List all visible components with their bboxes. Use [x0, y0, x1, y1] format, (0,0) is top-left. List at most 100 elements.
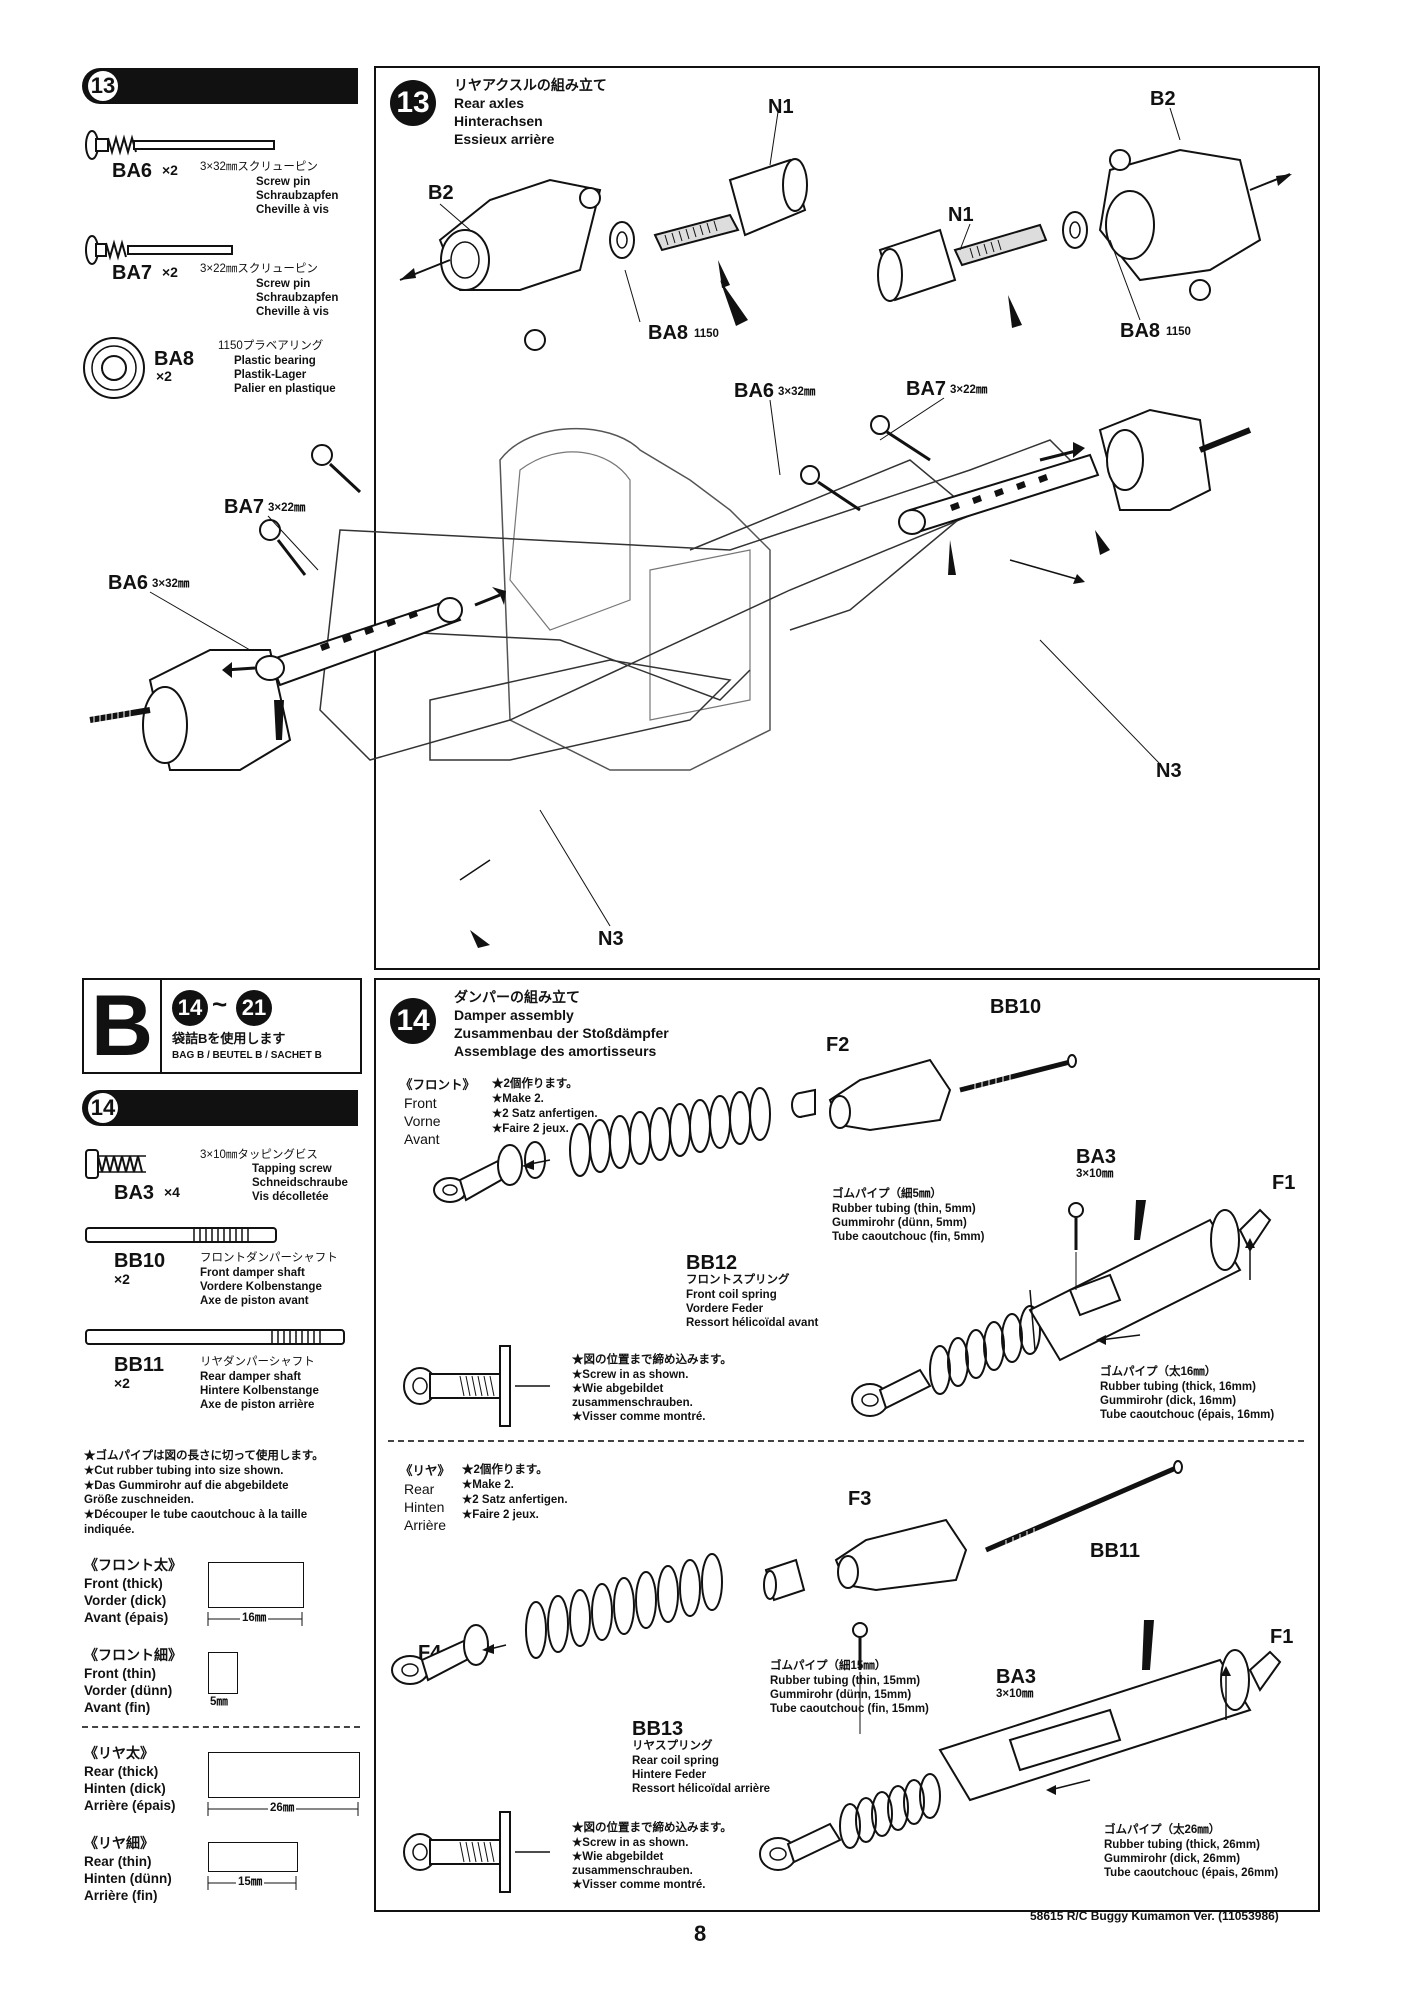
step13-parts-header: 13 — [82, 68, 358, 104]
ba8-qty: ×2 — [156, 368, 172, 384]
cut-note-jp: ★ゴムパイプは図の長さに切って使用します。 — [84, 1450, 324, 1462]
bb11-damper-shaft-icon — [85, 1329, 345, 1345]
front-spring-jp: フロントスプリング — [686, 1274, 790, 1286]
ba7-fr: Cheville à vis — [256, 306, 329, 318]
label-f3: F3 — [848, 1488, 872, 1510]
step13-chassis-assembly — [89, 408, 1252, 948]
label-ba3-front-size: 3×10㎜ — [1076, 1168, 1114, 1180]
tube-front-thick-rect — [208, 1562, 304, 1608]
tube-front-thick-l2: Vorder (dick) — [84, 1593, 167, 1608]
tube-front-thin-l1: Front (thin) — [84, 1666, 156, 1681]
bag-b-box — [82, 978, 362, 1074]
step13-leader-lines — [149, 107, 1181, 927]
label-ba6-left-size: 3×32㎜ — [152, 578, 190, 590]
ba3-qty: ×4 — [164, 1184, 180, 1200]
step14-title-fr: Assemblage des amortisseurs — [454, 1043, 657, 1059]
label-bb10: BB10 — [990, 996, 1042, 1018]
tube-front-thin-l2: Vorder (dünn) — [84, 1683, 173, 1698]
front-l2: Vorne — [404, 1113, 441, 1129]
label-n1-right: N1 — [948, 204, 974, 226]
step14-divider-dashed — [388, 1440, 1304, 1442]
step14-parts-number: 14 — [88, 1093, 118, 1123]
label-ba3-rear-size: 3×10㎜ — [996, 1688, 1034, 1700]
label-ba8-left-size: 1150 — [694, 328, 719, 340]
rear-tube-thick-de: Gummirohr (dick, 26mm) — [1104, 1853, 1241, 1865]
tube-rear-thin-rect — [208, 1842, 298, 1872]
rear-spring-jp: リヤスプリング — [632, 1740, 713, 1752]
front-screw-detail — [403, 1345, 550, 1427]
ba8-bearing-icon — [83, 337, 145, 399]
tube-rear-thick-rect — [208, 1752, 360, 1798]
rear-tube-thick-jp: ゴムパイプ（太26㎜） — [1104, 1824, 1221, 1836]
rear-damper-assembled — [759, 1620, 1282, 1871]
rear-l1: Rear — [404, 1481, 435, 1497]
front-tube-thick-de: Gummirohr (dick, 16mm) — [1100, 1395, 1237, 1407]
ba7-en: Screw pin — [256, 278, 311, 290]
front-tube-thin-en: Rubber tubing (thin, 5mm) — [832, 1203, 976, 1215]
tube-rear-thick-l3: Arrière (épais) — [84, 1798, 176, 1813]
rear-screw-de1: ★Wie abgebildet — [572, 1851, 664, 1863]
front-l3: Avant — [404, 1131, 440, 1147]
rear-l3: Arrière — [404, 1517, 447, 1533]
front-tube-thin-de: Gummirohr (dünn, 5mm) — [832, 1217, 967, 1229]
bb11-jp: リヤダンパーシャフト — [200, 1356, 315, 1368]
label-ba8-right-size: 1150 — [1166, 326, 1191, 338]
step14-title-de: Zusammenbau der Stoßdämpfer — [454, 1025, 669, 1041]
front-screw-en: ★Screw in as shown. — [572, 1369, 689, 1381]
rear-tube-thick-fr: Tube caoutchouc (épais, 26mm) — [1104, 1867, 1279, 1879]
bb10-de: Vordere Kolbenstange — [200, 1281, 322, 1293]
step13-title-fr: Essieux arrière — [454, 131, 555, 147]
rear-make-en: ★Make 2. — [462, 1479, 514, 1491]
label-ba6-left: BA6 — [108, 572, 149, 594]
ba8-code: BA8 — [154, 348, 195, 370]
bb11-qty: ×2 — [114, 1375, 130, 1391]
tube-rear-thick-l2: Hinten (dick) — [84, 1781, 166, 1796]
step14-title-jp: ダンパーの組み立て — [454, 989, 580, 1005]
rear-l2: Hinten — [404, 1499, 445, 1515]
tube-front-thin-jp: 《フロント細》 — [84, 1647, 182, 1663]
ba3-fr: Vis décolletée — [252, 1191, 329, 1203]
tube-rear-thin-l2: Hinten (dünn) — [84, 1871, 172, 1886]
label-f2: F2 — [826, 1034, 850, 1056]
cut-note-fr2: indiquée. — [84, 1524, 135, 1536]
bag-range-from: 14 — [172, 990, 208, 1026]
cut-note-fr1: ★Découper le tube caoutchouc à la taille — [84, 1509, 308, 1521]
tube-rear-thick-jp: 《リヤ太》 — [84, 1745, 154, 1761]
ba7-jp: 3×22㎜スクリューピン — [200, 263, 318, 275]
step13-parts-number: 13 — [88, 71, 118, 101]
label-ba8-right: BA8 — [1120, 320, 1161, 342]
front-make-fr: ★Faire 2 jeux. — [492, 1123, 569, 1135]
front-screw-de2: zusammenschrauben. — [572, 1397, 693, 1409]
ba7-code: BA7 — [112, 262, 153, 284]
bag-jp: 袋詰Bを使用します — [172, 1031, 286, 1046]
rear-spring-en: Rear coil spring — [632, 1755, 719, 1767]
bb10-jp: フロントダンパーシャフト — [200, 1252, 338, 1264]
step13-box — [374, 66, 1320, 970]
label-bb13: BB13 — [632, 1718, 684, 1740]
cut-note-de2: Größe zuschneiden. — [84, 1494, 194, 1506]
label-n1-top: N1 — [768, 96, 794, 118]
ba3-code: BA3 — [114, 1182, 155, 1204]
bag-range-sep: ~ — [212, 989, 228, 1019]
tube-front-thin-rect — [208, 1652, 238, 1694]
tube-front-thin-len: 5㎜ — [210, 1696, 228, 1708]
ba8-en: Plastic bearing — [234, 355, 316, 367]
label-n3-bottom: N3 — [598, 928, 624, 950]
step14-number: 14 — [390, 998, 436, 1044]
label-b2-left: B2 — [428, 182, 454, 204]
front-spring-en: Front coil spring — [686, 1289, 777, 1301]
ba7-qty: ×2 — [162, 264, 178, 280]
front-tube-thick-fr: Tube caoutchouc (épais, 16mm) — [1100, 1409, 1275, 1421]
label-f1-front: F1 — [1272, 1172, 1296, 1194]
rear-jp: 《リヤ》 — [400, 1464, 451, 1478]
front-screw-fr: ★Visser comme montré. — [572, 1411, 706, 1423]
rear-tube-thick-en: Rubber tubing (thick, 26mm) — [1104, 1839, 1260, 1851]
tube-front-thick-jp: 《フロント太》 — [84, 1557, 182, 1573]
rear-damper-exploded — [391, 1460, 1183, 1685]
rear-tube-thin-jp: ゴムパイプ（細15㎜） — [770, 1660, 887, 1672]
front-make-en: ★Make 2. — [492, 1093, 544, 1105]
label-ba7-top: BA7 — [906, 378, 947, 400]
label-ba3-front: BA3 — [1076, 1146, 1117, 1168]
ba7-screw-pin-icon — [85, 235, 233, 265]
ba8-fr: Palier en plastique — [234, 383, 336, 395]
